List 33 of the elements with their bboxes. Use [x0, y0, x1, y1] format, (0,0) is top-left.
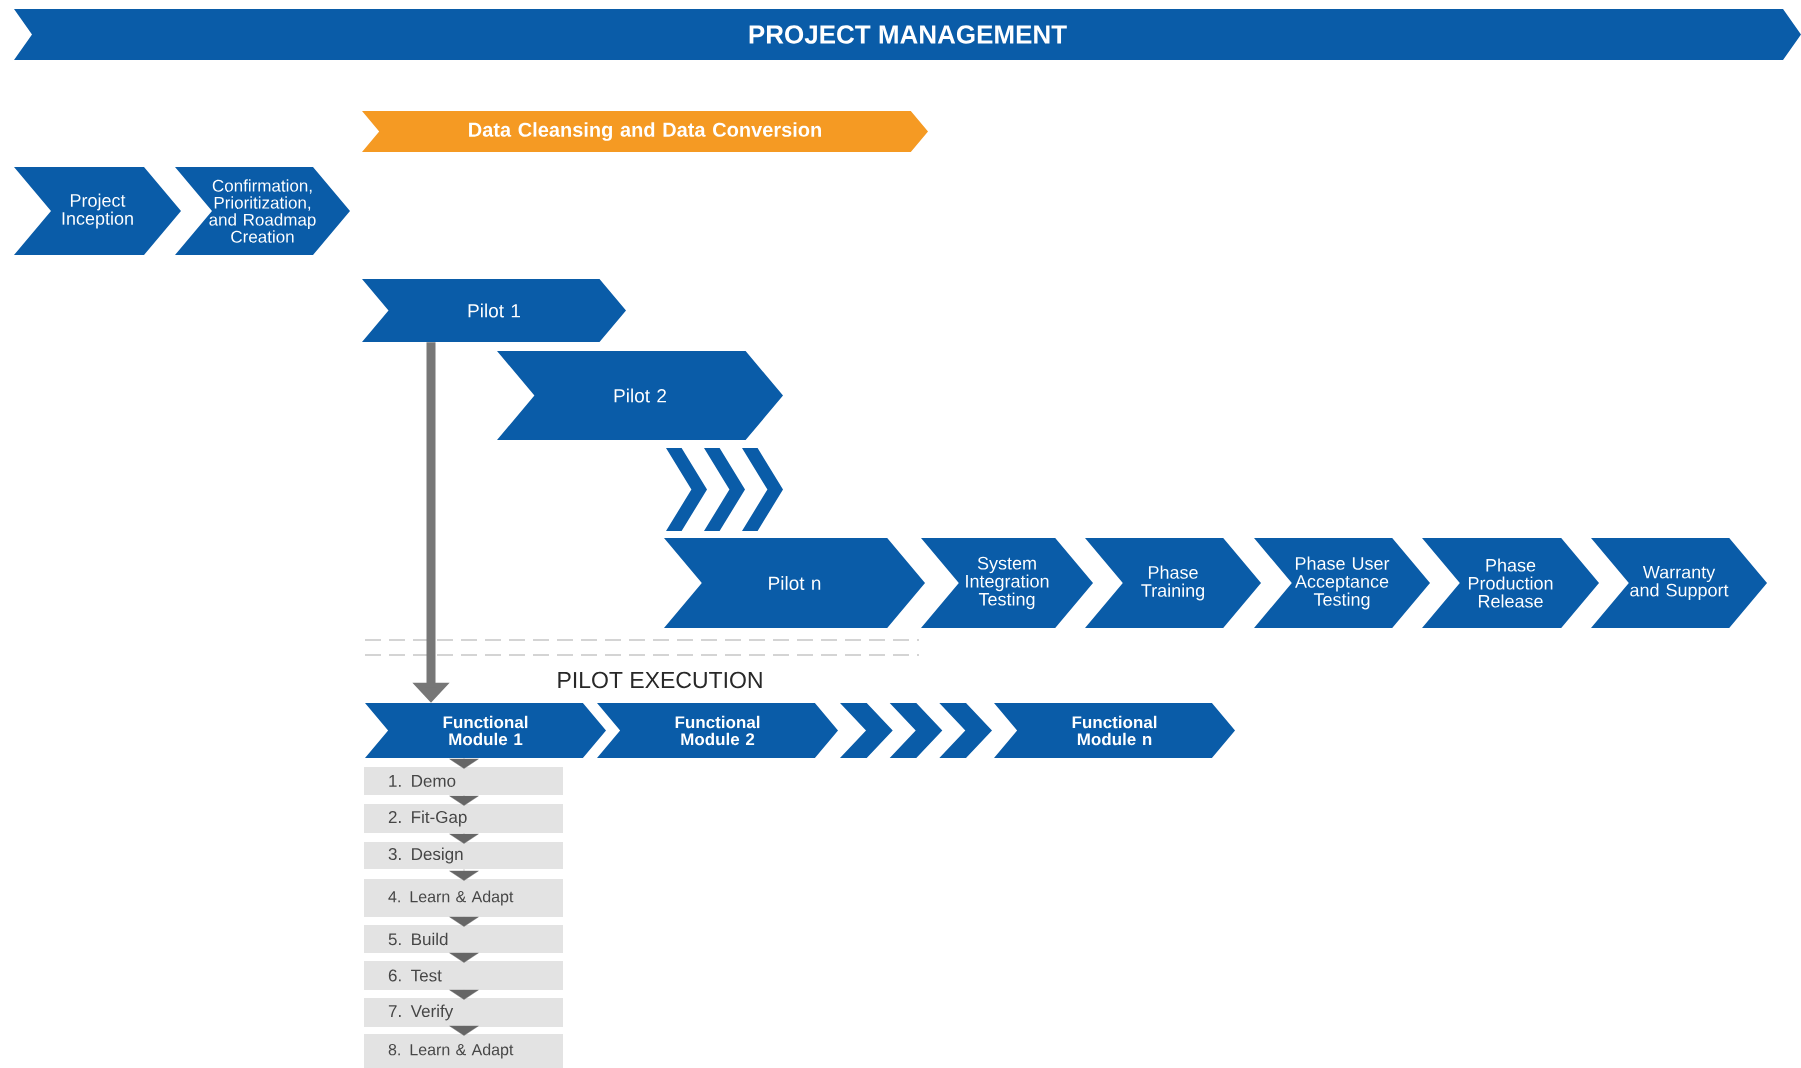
chevron-box: Pilot 2: [497, 351, 783, 440]
arrow: [449, 833, 479, 844]
chevron-box: Confirmation, Prioritization, and Roadmap Creation: [175, 167, 350, 255]
step-box: 7. Verify: [364, 998, 563, 1027]
arrow: [449, 952, 479, 963]
arrow: [449, 916, 479, 927]
chevron-box: Phase User Acceptance Testing: [1254, 538, 1430, 628]
section-label: PILOT EXECUTION: [558, 671, 762, 689]
chevron-box: Pilot 1: [362, 279, 626, 342]
step-box: 2. Fit-Gap: [364, 804, 563, 833]
chevron-box: Phase Production Release: [1422, 538, 1599, 628]
arrow: [449, 989, 479, 1000]
step-box: 1. Demo: [364, 767, 563, 795]
arrow: [449, 1025, 479, 1036]
chevron-box: Project Inception: [14, 167, 181, 255]
chevron-arrows: [840, 703, 992, 758]
chevron-box: Pilot n: [664, 538, 925, 628]
chevron-arrows: [666, 448, 783, 531]
step-box: 3. Design: [364, 842, 563, 869]
arrow: [449, 795, 479, 806]
chevron-box: Phase Training: [1085, 538, 1261, 628]
chevron-box: Warranty and Support: [1591, 538, 1767, 628]
chevron-box: Functional Module 1: [365, 703, 606, 758]
chevron-box: Functional Module n: [994, 703, 1235, 758]
arrow: [449, 758, 479, 769]
chevron-box: Functional Module 2: [597, 703, 838, 758]
step-box: 4. Learn & Adapt: [364, 879, 563, 917]
step-box: 5. Build: [364, 925, 563, 953]
chevron-box: System Integration Testing: [921, 538, 1093, 628]
step-box: 6. Test: [364, 961, 563, 990]
step-box: 8. Learn & Adapt: [364, 1034, 563, 1068]
arrow: [449, 869, 479, 881]
chevron-box: Data Cleansing and Data Conversion: [362, 111, 928, 152]
